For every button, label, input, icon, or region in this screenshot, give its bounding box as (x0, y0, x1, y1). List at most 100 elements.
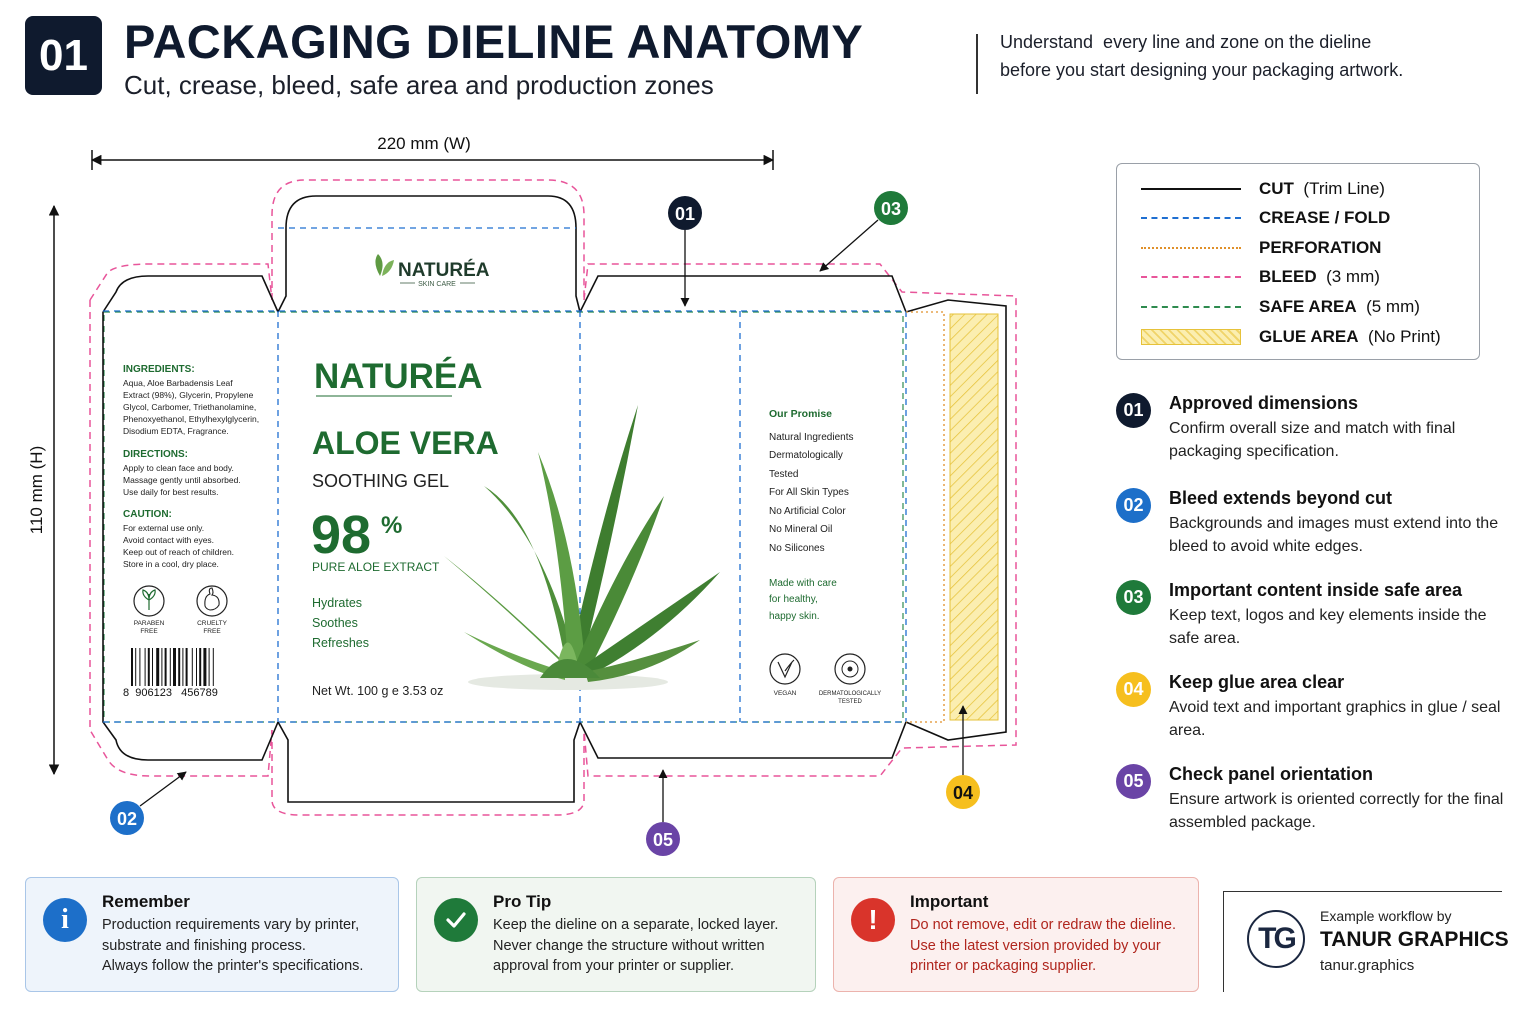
barcode-bar (147, 648, 150, 686)
barcode-bar (173, 648, 176, 686)
barcode-bar (199, 648, 202, 686)
note-title: Approved dimensions (1169, 393, 1359, 413)
safe-swatch (1141, 306, 1241, 308)
bleed-swatch (1141, 276, 1241, 278)
barcode-icon (131, 648, 214, 686)
legend-desc: (5 mm) (1366, 297, 1420, 316)
note-text: Confirm overall size and match with fina… (1169, 420, 1456, 460)
legend-cut: CUT (Trim Line) (1141, 177, 1385, 201)
perforation-swatch (1141, 247, 1241, 249)
cruelty-free-icon: CRUELTY FREE (196, 585, 228, 635)
height-dimension: 110 mm (H) (27, 204, 60, 776)
safe-area-lines (103, 311, 904, 723)
callout-02: 02 (110, 771, 187, 835)
caution-line: Avoid contact with eyes. (123, 535, 214, 545)
legend-glue-area: GLUE AREA (No Print) (1141, 325, 1441, 349)
top-flap-logo: NATURÉA SKIN CARE (375, 254, 490, 288)
badge-label: FREE (140, 628, 158, 635)
promise-line: No Artificial Color (769, 506, 846, 517)
ingredients-line: Phenoxyethanol, Ethylhexylglycerin, (123, 414, 259, 424)
promise-line: Dermatologically (769, 450, 843, 461)
ingredients-line: Extract (98%), Glycerin, Propylene (123, 390, 254, 400)
tip-line: Do not remove, edit or redraw the dielin… (910, 917, 1176, 933)
aloe-plant-illustration (444, 405, 720, 690)
note-number: 04 (1116, 672, 1151, 707)
brand-url[interactable]: tanur.graphics (1320, 957, 1415, 974)
top-logo-sub: SKIN CARE (418, 281, 456, 288)
brand-name: TANUR GRAPHICS (1320, 928, 1509, 951)
note-text: Avoid text and important graphics in glu… (1169, 699, 1501, 739)
note-text: Keep text, logos and key elements inside… (1169, 607, 1487, 647)
product-name: ALOE VERA (312, 425, 499, 461)
barcode-bar (144, 648, 146, 686)
benefit-item: Refreshes (312, 636, 369, 650)
percent-value: 98 (311, 505, 371, 565)
note-title: Bleed extends beyond cut (1169, 488, 1393, 508)
tip-line: printer or packaging supplier. (910, 958, 1097, 974)
badge-label: CRUELTY (197, 620, 228, 627)
barcode-bar (169, 648, 171, 686)
intro-text: Understand every line and zone on the di… (1000, 28, 1460, 84)
intro-line-1: Understand every line and zone on the di… (1000, 32, 1372, 52)
legend-key: PERFORATION (1259, 238, 1382, 257)
promise-line: For All Skin Types (769, 487, 849, 498)
callout-number: 03 (881, 199, 901, 219)
tip-remember: i Remember Production requirements vary … (25, 877, 399, 992)
tip-line: approval from your printer or supplier. (493, 958, 734, 974)
perforation-lines (906, 311, 945, 723)
page-title: PACKAGING DIELINE ANATOMY (124, 15, 864, 68)
width-label: 220 mm (W) (377, 134, 471, 153)
legend-desc: (3 mm) (1326, 267, 1380, 286)
legend-desc: (No Print) (1367, 327, 1441, 346)
promise-line: No Silicones (769, 543, 825, 554)
note-number: 03 (1116, 580, 1151, 615)
tip-line: Use the latest version provided by your (910, 937, 1161, 954)
callout-number: 01 (675, 204, 695, 224)
page-subtitle: Cut, crease, bleed, safe area and produc… (124, 70, 714, 100)
barcode-bar (208, 648, 210, 686)
caution-line: Store in a cool, dry place. (123, 559, 219, 569)
badge-label: DERMATOLOGICALLY (819, 691, 881, 697)
badge-label: VEGAN (774, 690, 797, 697)
directions-line: Use daily for best results. (123, 487, 218, 497)
benefit-item: Soothes (312, 616, 358, 630)
height-label: 110 mm (H) (27, 446, 46, 534)
legend-bleed: BLEED (3 mm) (1141, 265, 1380, 289)
tip-line: Never change the structure without writt… (493, 937, 765, 954)
care-line: Made with care (769, 578, 837, 589)
care-line: happy skin. (769, 611, 820, 622)
legend-perforation: PERFORATION (1141, 236, 1381, 260)
barcode-bar (131, 648, 133, 686)
tip-title: Remember (102, 892, 190, 911)
tip-title: Pro Tip (493, 892, 552, 911)
vegan-icon: VEGAN (769, 653, 801, 697)
barcode-number: 8 906123 456789 (123, 687, 218, 699)
tip-line: Keep the dieline on a separate, locked l… (493, 917, 779, 933)
callout-03: 03 (819, 191, 908, 272)
callout-number: 02 (117, 809, 137, 829)
barcode-bar (196, 648, 197, 686)
intro-line-2: before you start designing your packagin… (1000, 60, 1404, 80)
back-panel: Our Promise Natural Ingredients Dermatol… (769, 408, 881, 705)
brand-by: Example workflow by (1320, 908, 1452, 924)
cut-lines (102, 195, 1007, 803)
percent-sign: % (381, 512, 402, 539)
tip-line: Production requirements vary by printer, (102, 917, 360, 933)
top-logo-text: NATURÉA (398, 259, 490, 281)
barcode-bar (191, 648, 193, 686)
barcode-bar (185, 648, 188, 686)
dermatologically-tested-icon: DERMATOLOGICALLY TESTED (819, 653, 881, 705)
note-title: Keep glue area clear (1169, 672, 1345, 692)
legend-crease: CREASE / FOLD (1141, 206, 1390, 230)
tip-line: Always follow the printer's specificatio… (102, 958, 364, 974)
net-weight: Net Wt. 100 g e 3.53 oz (312, 684, 443, 698)
width-dimension: 220 mm (W) (90, 134, 775, 170)
product-variant: SOOTHING GEL (312, 471, 449, 491)
barcode-bar (156, 648, 160, 686)
caution-line: Keep out of reach of children. (123, 547, 234, 557)
ingredients-line: Aqua, Aloe Barbadensis Leaf (123, 378, 233, 388)
brand-logo: TG (1247, 910, 1305, 968)
legend-key: GLUE AREA (1259, 327, 1359, 346)
directions-line: Apply to clean face and body. (123, 463, 234, 473)
barcode-bar (161, 648, 163, 686)
